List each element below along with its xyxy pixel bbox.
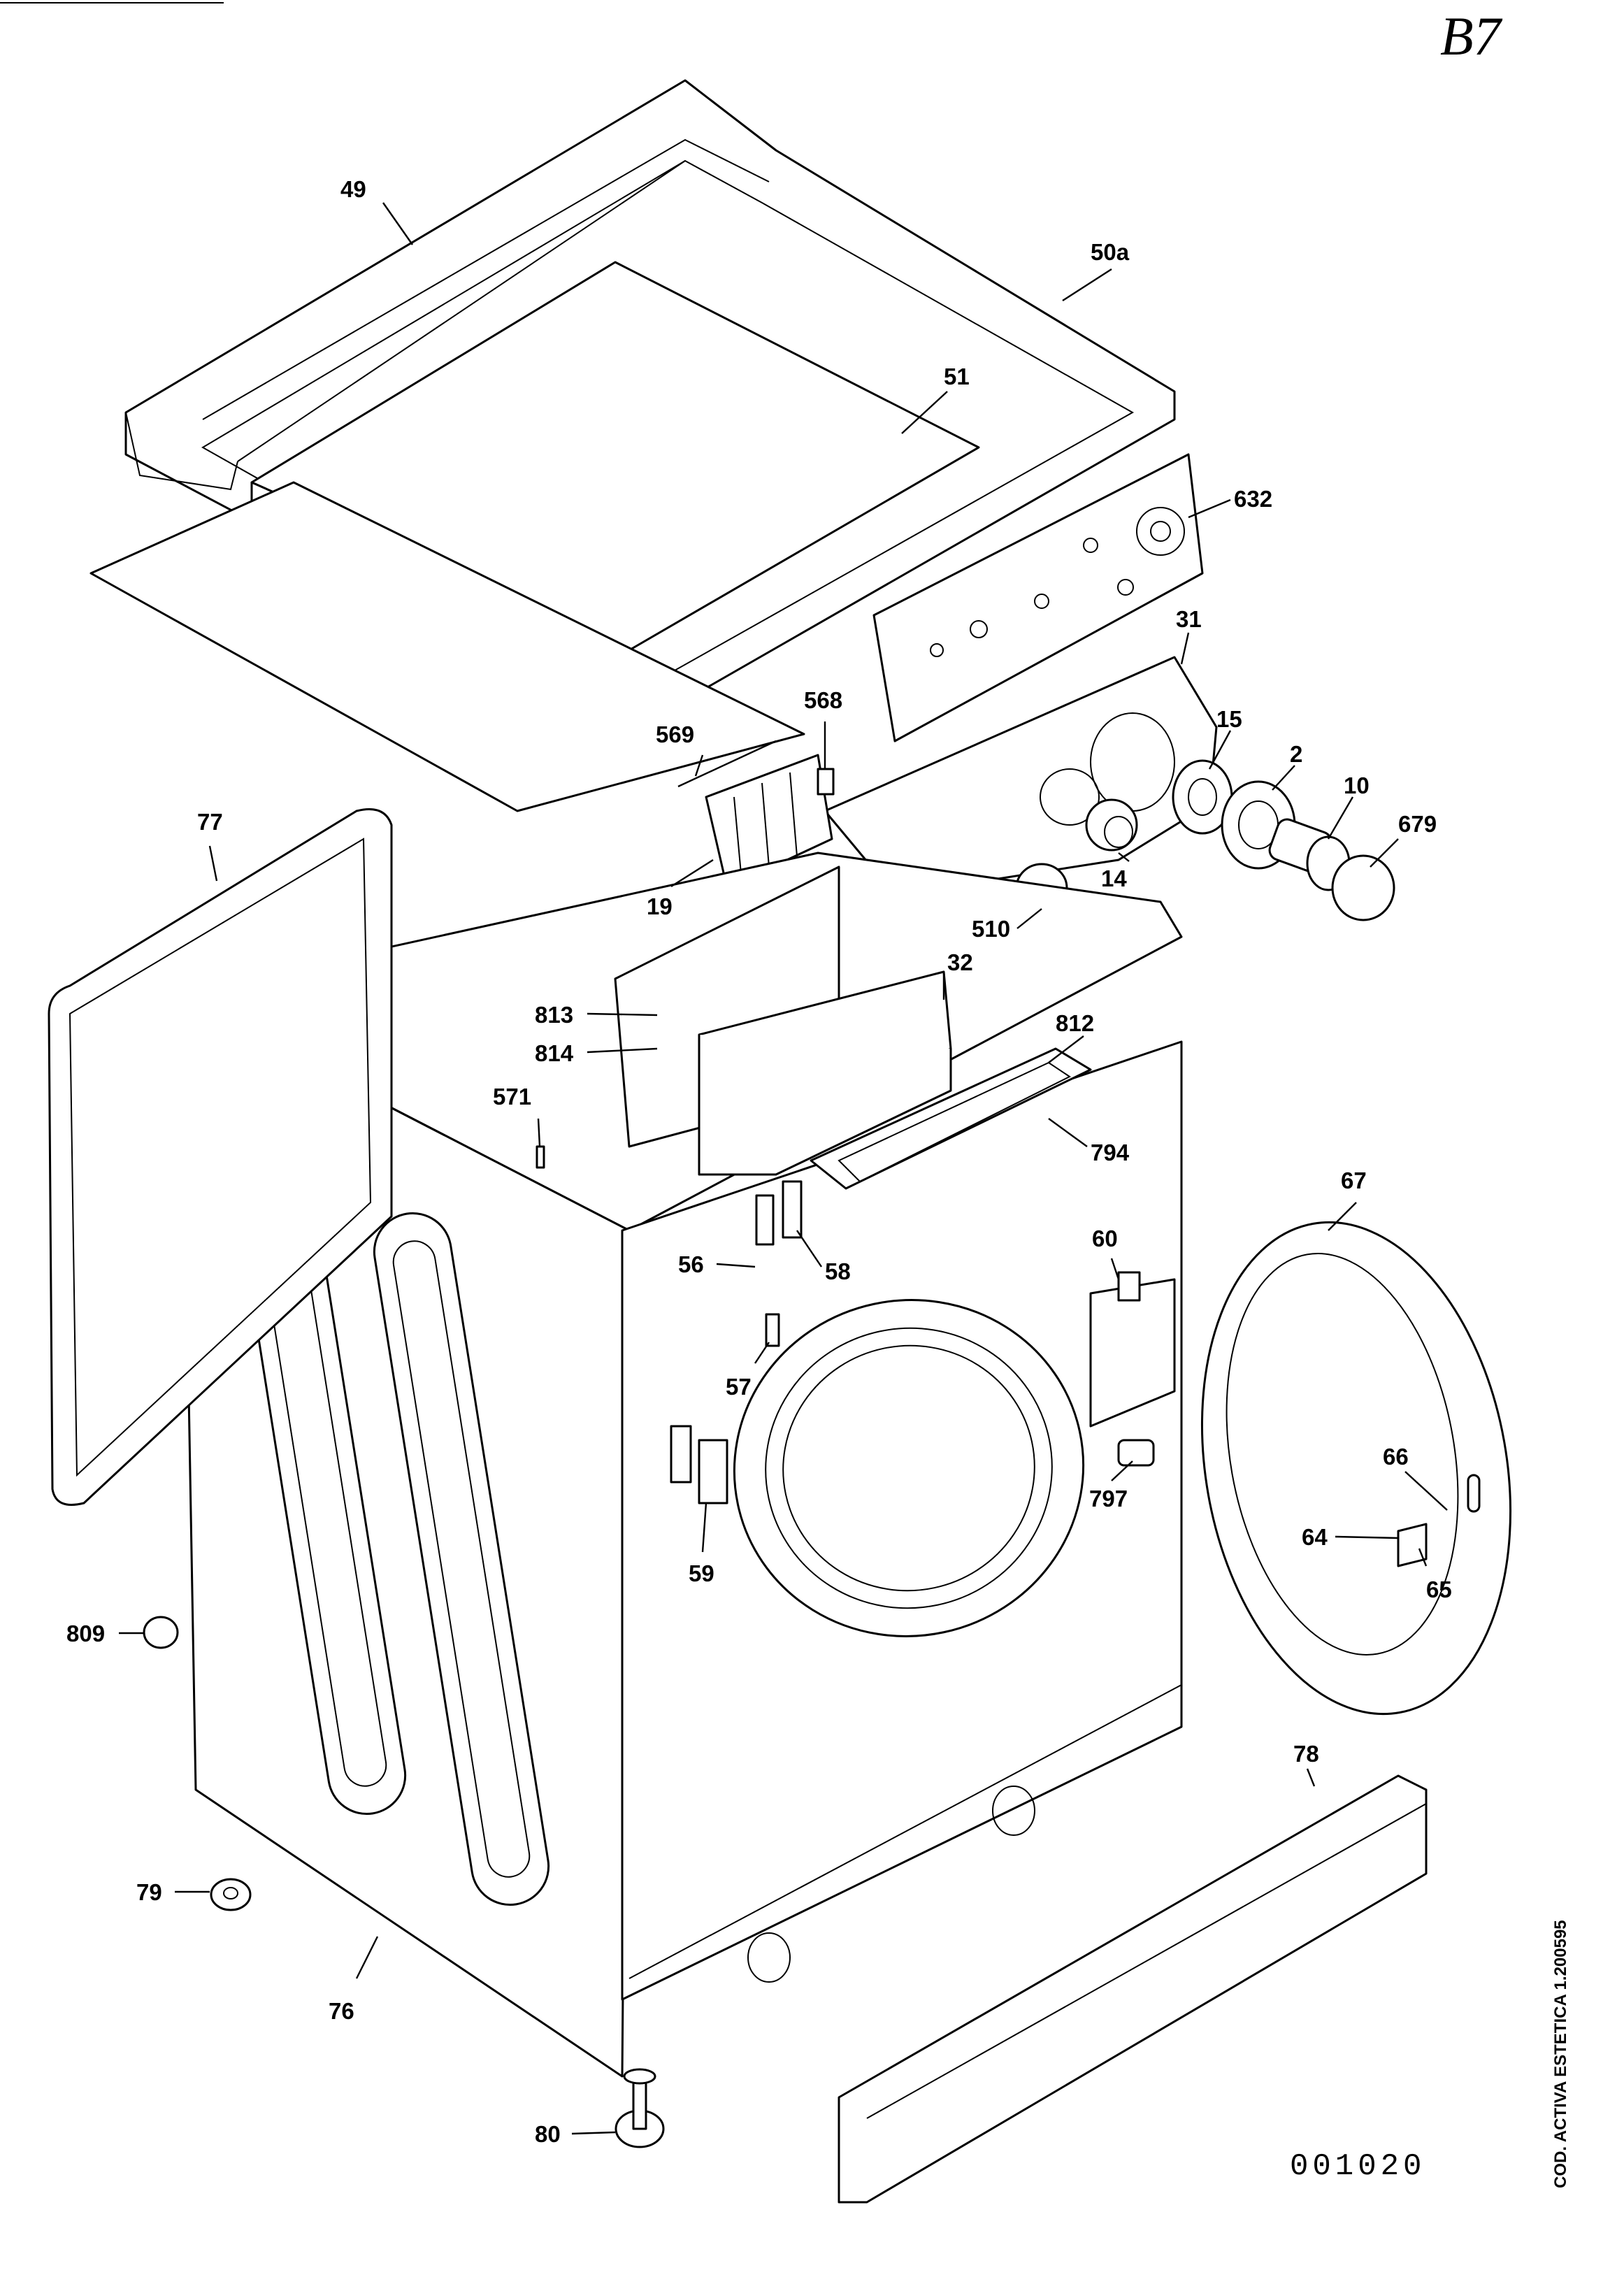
callout-77: 77 bbox=[197, 809, 223, 835]
door-lock-parts bbox=[670, 1180, 803, 1504]
callout-80: 80 bbox=[535, 2121, 561, 2147]
work-top-slab bbox=[89, 481, 805, 812]
rear-gasket bbox=[48, 808, 393, 1506]
callout-76: 76 bbox=[329, 1998, 354, 2024]
callout-2: 2 bbox=[1290, 741, 1302, 767]
door bbox=[1200, 1221, 1512, 1716]
leader-lines bbox=[119, 202, 1448, 2135]
callout-64: 64 bbox=[1302, 1524, 1328, 1550]
push-button-block bbox=[677, 740, 835, 889]
callout-571: 571 bbox=[493, 1084, 531, 1109]
callout-60: 60 bbox=[1092, 1226, 1118, 1251]
callout-568: 568 bbox=[804, 687, 842, 713]
callout-56: 56 bbox=[678, 1251, 704, 1277]
callout-31: 31 bbox=[1176, 606, 1202, 632]
page-mark: B7 bbox=[1440, 6, 1503, 66]
callout-58: 58 bbox=[825, 1258, 851, 1284]
callout-679: 679 bbox=[1398, 811, 1437, 837]
callout-813: 813 bbox=[535, 1002, 573, 1028]
drawing-number: 001020 bbox=[1290, 2149, 1425, 2184]
hinge-block bbox=[1117, 1439, 1155, 1467]
callout-32: 32 bbox=[947, 949, 973, 975]
callout-51: 51 bbox=[944, 364, 970, 389]
callout-14: 14 bbox=[1101, 866, 1127, 891]
callout-794: 794 bbox=[1091, 1140, 1130, 1165]
callout-59: 59 bbox=[689, 1560, 714, 1586]
callout-66: 66 bbox=[1383, 1444, 1409, 1470]
callout-labels: 49 50a 51 632 31 15 2 10 679 568 569 14 … bbox=[66, 176, 1452, 2147]
plinth bbox=[838, 1774, 1428, 2204]
callout-49: 49 bbox=[340, 176, 366, 202]
filter-cover bbox=[810, 1047, 1092, 1190]
foot-parts bbox=[143, 1616, 665, 2148]
callout-67: 67 bbox=[1341, 1168, 1367, 1193]
callout-10: 10 bbox=[1344, 773, 1370, 798]
screw-571 bbox=[536, 1145, 545, 1169]
callout-814: 814 bbox=[535, 1040, 574, 1066]
callout-50a: 50a bbox=[1091, 239, 1130, 265]
callout-65: 65 bbox=[1426, 1576, 1452, 1602]
callout-19: 19 bbox=[647, 893, 673, 919]
door-hinge bbox=[1089, 1271, 1176, 1428]
knob-assembly bbox=[1172, 759, 1395, 921]
callout-812: 812 bbox=[1056, 1010, 1094, 1036]
callout-809: 809 bbox=[66, 1621, 105, 1646]
callout-57: 57 bbox=[726, 1374, 752, 1400]
control-bracket bbox=[872, 453, 1204, 742]
callout-78: 78 bbox=[1293, 1741, 1319, 1767]
side-code: COD. ACTIVA ESTETICA 1.200595 bbox=[1551, 1920, 1570, 2188]
callout-632: 632 bbox=[1234, 486, 1272, 512]
detergent-drawer bbox=[614, 866, 952, 1176]
callout-510: 510 bbox=[972, 916, 1010, 942]
knob-14 bbox=[1085, 798, 1138, 852]
callout-79: 79 bbox=[136, 1879, 162, 1905]
callout-797: 797 bbox=[1089, 1486, 1128, 1511]
callout-15: 15 bbox=[1216, 706, 1242, 732]
callout-569: 569 bbox=[656, 721, 694, 747]
